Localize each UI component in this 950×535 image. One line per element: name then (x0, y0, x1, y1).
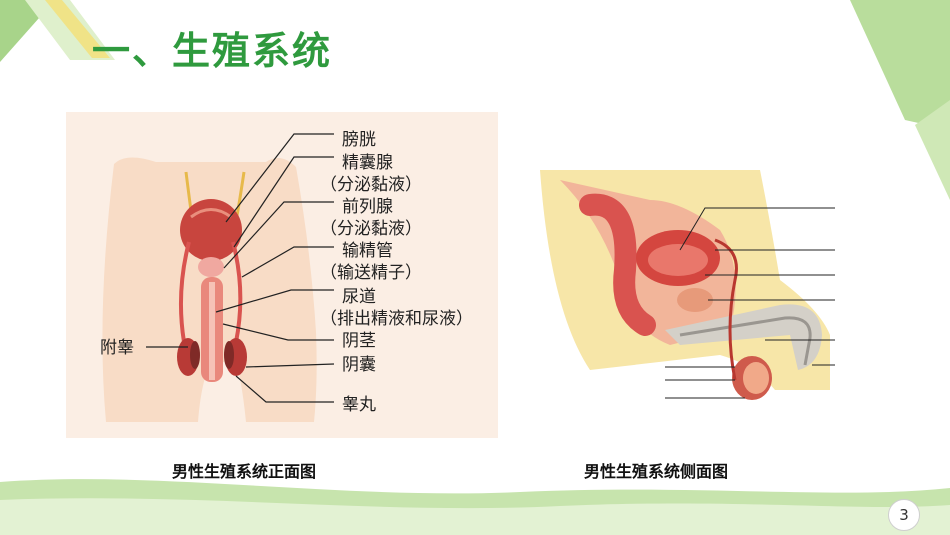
left-spermatic-cord (178, 241, 191, 343)
front-view-illustration (102, 133, 335, 423)
label-testis: 睾丸 (342, 395, 376, 415)
side-leader-lines (665, 207, 835, 399)
label-epididymis: 附睾 (100, 338, 134, 358)
label-penis: 阴茎 (342, 331, 376, 351)
front-view-figure (66, 112, 498, 438)
label-bladder: 膀胱 (342, 130, 376, 150)
rectum-shape (579, 193, 656, 336)
label-scrotum: 阴囊 (342, 355, 376, 375)
slide-title: 一、生殖系统 (92, 29, 333, 73)
bottom-light-wave (0, 498, 950, 535)
page-number: 3 (888, 499, 920, 531)
side-testis-inner (743, 362, 769, 394)
side-urethra-line (679, 316, 812, 366)
urethra-shape (209, 282, 215, 380)
left-epididymis-shape (190, 341, 200, 369)
right-side-green-shape (915, 100, 950, 200)
label-vas-deferens: 输精管 (342, 241, 393, 261)
top-right-green-shape (850, 0, 950, 130)
label-seminal-vesicle-note: （分泌黏液） (320, 175, 422, 195)
label-urethra-note: （排出精液和尿液） (320, 309, 473, 329)
side-view-illustration (540, 170, 835, 400)
label-prostate: 前列腺 (342, 197, 393, 217)
bladder-highlight (190, 208, 232, 219)
top-left-yellow-band (45, 0, 110, 58)
right-epididymis-shape (224, 341, 234, 369)
side-bladder-inner (648, 244, 708, 276)
side-view-figure (530, 160, 840, 410)
label-seminal-vesicle: 精囊腺 (342, 153, 393, 173)
side-penis-shape (665, 304, 822, 370)
side-prostate-shape (677, 288, 713, 312)
label-urethra: 尿道 (342, 287, 376, 307)
label-prostate-note: （分泌黏液） (320, 219, 422, 239)
right-spermatic-cord (231, 241, 243, 343)
prostate-shape (198, 257, 224, 277)
front-view-caption: 男性生殖系统正面图 (172, 462, 317, 481)
side-view-caption: 男性生殖系统侧面图 (584, 462, 729, 481)
label-vas-deferens-note: （输送精子） (320, 263, 422, 283)
front-leader-lines (146, 133, 335, 403)
